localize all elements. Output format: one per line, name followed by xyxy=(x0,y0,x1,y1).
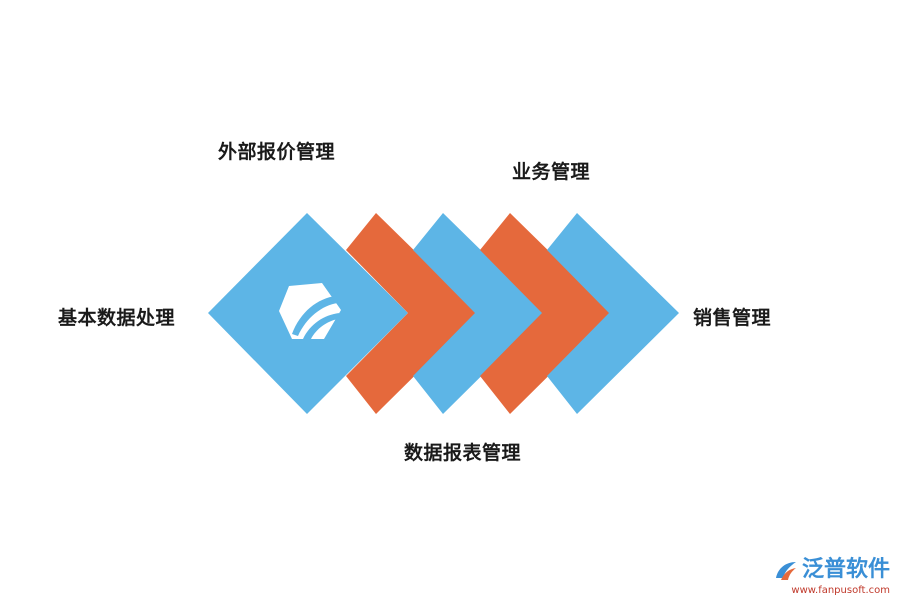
watermark: 泛普软件 xyxy=(772,558,890,582)
label-external-quote-management: 外部报价管理 xyxy=(218,141,336,163)
chevron-orange-1 xyxy=(346,213,478,414)
label-sales-management: 销售管理 xyxy=(693,307,772,329)
label-data-report-management: 数据报表管理 xyxy=(404,442,522,464)
logo-icon xyxy=(279,283,341,339)
chevron-blue-2 xyxy=(547,213,679,414)
fanpu-logo-icon xyxy=(775,562,796,580)
watermark-brand: 泛普软件 xyxy=(801,557,890,582)
chevron-blue-1 xyxy=(413,213,545,414)
label-business-management: 业务管理 xyxy=(512,161,591,183)
chevron-orange-2 xyxy=(480,213,612,414)
label-basic-data-processing: 基本数据处理 xyxy=(58,307,176,329)
watermark-url: www.fanpusoft.com xyxy=(791,585,890,596)
